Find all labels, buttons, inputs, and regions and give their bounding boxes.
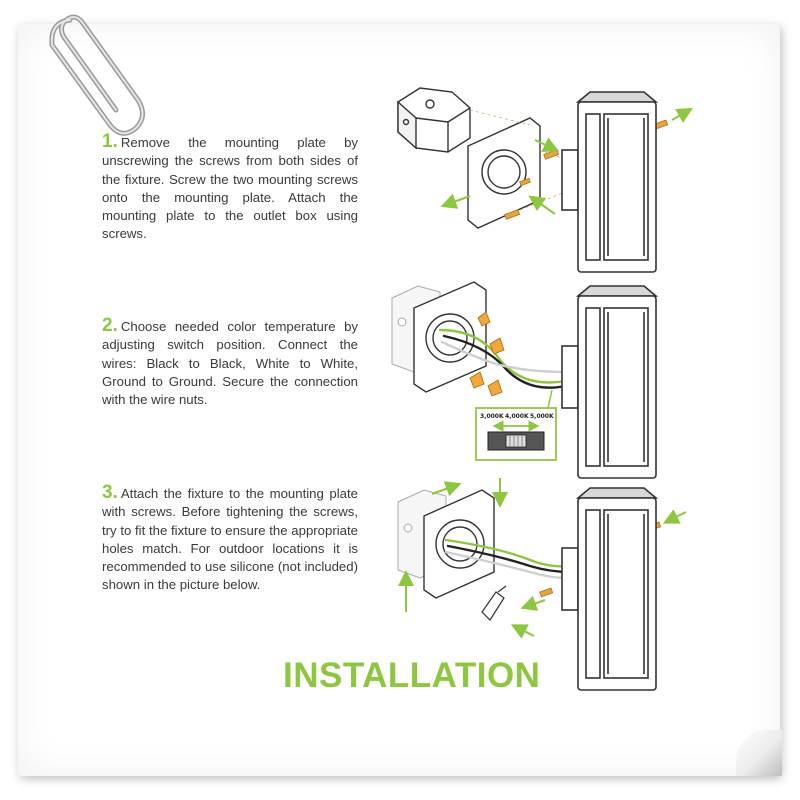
- installation-title: INSTALLATION: [283, 656, 541, 695]
- step-3: 3.Attach the fixture to the mounting pla…: [102, 482, 358, 595]
- switch-label-3000k: 3,000K: [480, 413, 504, 420]
- wire-nut-icon: [469, 311, 505, 397]
- wires-2: [438, 328, 572, 389]
- color-temperature-switch: 3,000K 4,000K 5,000K: [475, 389, 557, 461]
- step-2-diagram: 3,000K 4,000K 5,000K: [391, 281, 659, 479]
- wall-light-fixture-2: [561, 285, 659, 479]
- step-2: 2.Choose needed color temperature by adj…: [102, 315, 358, 409]
- arrow-icon: [398, 478, 687, 639]
- wall-light-fixture-1: [561, 91, 659, 273]
- silicone-tube-icon: [481, 585, 507, 621]
- step-1-number: 1.: [102, 131, 118, 152]
- arrow-icon: [440, 108, 693, 215]
- outlet-box: [397, 87, 471, 153]
- mounting-plate-3: [423, 489, 495, 599]
- switch-label-4000k: 4,000K: [505, 413, 529, 420]
- step-2-number: 2.: [102, 315, 118, 336]
- step-3-text: Attach the fixture to the mounting plate…: [102, 486, 358, 593]
- mounting-plate-1: [467, 117, 541, 229]
- wall-light-fixture-3: [561, 487, 659, 691]
- step-3-number: 3.: [102, 482, 118, 503]
- step-1-diagram: [397, 87, 693, 273]
- step-3-diagram: [397, 478, 687, 691]
- step-2-text: Choose needed color temperature by adjus…: [102, 319, 358, 408]
- step-1: 1.Remove the mounting plate by unscrewin…: [102, 131, 358, 244]
- step-1-text: Remove the mounting plate by unscrewing …: [102, 135, 358, 242]
- switch-label-5000k: 5,000K: [530, 413, 554, 420]
- wires-3: [444, 538, 572, 580]
